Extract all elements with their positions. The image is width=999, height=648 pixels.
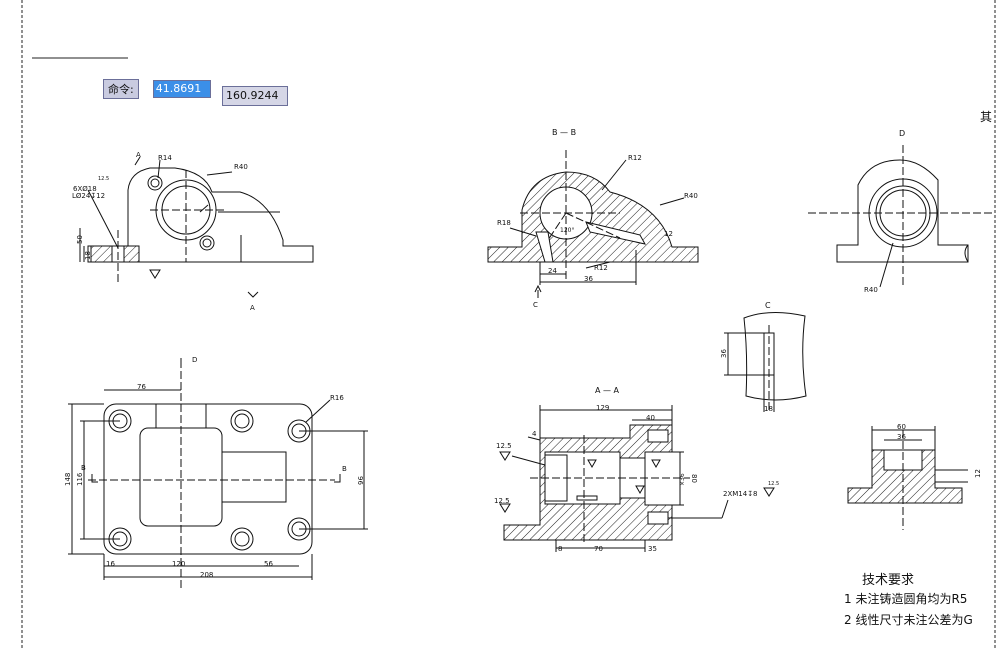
section-aa-dim70: 70: [594, 545, 603, 553]
view-c-dim36: 36: [720, 349, 728, 358]
top-label-b-right: B: [342, 465, 347, 473]
section-aa-dim8: 8: [558, 545, 562, 553]
section-aa-title: A — A: [595, 386, 620, 395]
section-aa-dim4: 4: [532, 430, 537, 438]
section-bb-view[interactable]: [487, 150, 699, 298]
tech-requirement-2: 2 线性尺寸未注公差为G: [844, 613, 973, 627]
top-dim208: 208: [200, 571, 213, 579]
section-aa-dim40: 40: [646, 414, 655, 422]
section-aa-dim129: 129: [596, 404, 609, 412]
section-bb-dim12: 12: [664, 230, 673, 238]
section-bb-title: B — B: [552, 128, 576, 137]
detail-dim36: 36: [897, 433, 906, 441]
top-dim76: 76: [137, 383, 146, 391]
side-view-d-title: D: [899, 129, 905, 138]
side-view-d[interactable]: [808, 145, 995, 288]
section-aa-thread: 2XM14↧8: [723, 490, 758, 498]
corner-note: 其: [980, 110, 993, 124]
tech-requirements-title: 技术要求: [862, 573, 915, 588]
top-dim16: 16: [106, 560, 115, 568]
view-c-dim18: 18: [764, 405, 773, 413]
section-bb-r18: R18: [497, 219, 511, 227]
section-bb-angle: 120°: [560, 227, 574, 234]
section-bb-label-c: C: [533, 301, 538, 309]
top-dim116: 116: [76, 472, 84, 486]
top-dim120: 120: [172, 560, 185, 568]
section-aa-rough3: 12.5: [768, 481, 779, 487]
command-bar: 命令: 41.8691: [103, 79, 211, 99]
section-bb-dim36: 36: [584, 275, 593, 283]
section-aa-dim35: 35: [648, 545, 657, 553]
top-dim96: 96: [356, 476, 364, 485]
detail-dim12: 12: [974, 469, 982, 478]
front-view[interactable]: [79, 156, 314, 298]
command-label: 命令:: [103, 79, 139, 99]
top-r16: R16: [330, 394, 344, 402]
front-holes: 6XØ18: [73, 185, 97, 193]
top-dim148: 148: [64, 473, 72, 486]
side-view-d-r40: R40: [864, 286, 878, 294]
front-dim50: 50: [76, 235, 84, 244]
detail-dim60: 60: [897, 423, 906, 431]
top-label-d: D: [192, 356, 197, 364]
section-aa-dim80: 80: [690, 474, 698, 483]
top-dim56: 56: [264, 560, 273, 568]
section-aa-d36: ×36: [679, 473, 686, 486]
section-aa-view[interactable]: [499, 405, 775, 552]
view-c[interactable]: [724, 312, 807, 412]
section-aa-rough2: 12.5: [494, 497, 510, 505]
tech-requirement-1: 1 未注铸造圆角均为R5: [844, 592, 968, 606]
front-r40: R40: [234, 163, 248, 171]
front-rough: 12.5: [98, 176, 109, 182]
front-r14: R14: [158, 154, 172, 162]
top-label-b-left: B: [81, 464, 86, 472]
section-bb-r12-top: R12: [628, 154, 642, 162]
coordinate-y-input[interactable]: 160.9244: [222, 86, 288, 106]
view-c-title: C: [765, 301, 771, 310]
front-label-a-top: A: [136, 151, 141, 159]
section-bb-dim24: 24: [548, 267, 557, 275]
section-aa-rough1: 12.5: [496, 442, 512, 450]
front-holes2: LØ24↧12: [72, 192, 105, 200]
front-label-a-bottom: A: [250, 304, 255, 312]
section-bb-r12-bottom: R12: [594, 264, 608, 272]
top-view[interactable]: [68, 358, 368, 590]
coordinate-x-input[interactable]: 41.8691: [152, 80, 211, 98]
front-dim18: 18: [84, 251, 92, 260]
section-bb-r40: R40: [684, 192, 698, 200]
detail-view[interactable]: [847, 426, 968, 530]
